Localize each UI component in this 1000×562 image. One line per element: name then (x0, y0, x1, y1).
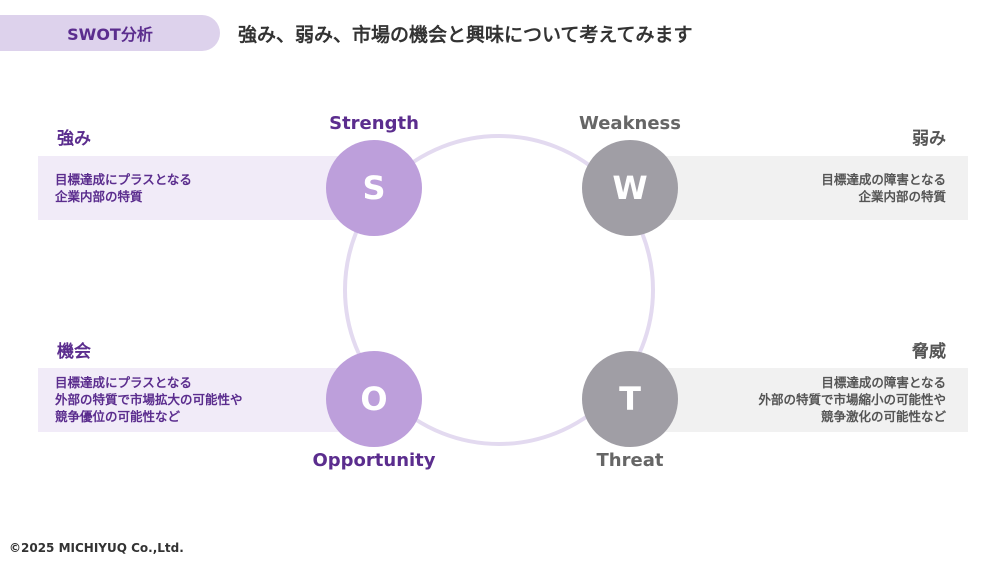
weakness-circle: W (582, 140, 678, 236)
copyright-footer: ©2025 MICHIYUQ Co.,Ltd. (9, 541, 184, 555)
threat-band (630, 368, 968, 432)
weakness-label: Weakness (579, 113, 681, 134)
strength-heading: 強み (57, 129, 91, 149)
weakness-description: 目標達成の障害となる 企業内部の特質 (821, 172, 946, 204)
threat-circle: T (582, 351, 678, 447)
strength-description: 目標達成にプラスとなる 企業内部の特質 (55, 172, 192, 204)
threat-label: Threat (596, 450, 664, 471)
page-title: 強み、弱み、市場の機会と興味について考えてみます (238, 23, 693, 46)
opportunity-band (38, 368, 378, 432)
weakness-band (630, 156, 968, 220)
weakness-heading: 弱み (912, 129, 946, 149)
opportunity-description: 目標達成にプラスとなる 外部の特質で市場拡大の可能性や 競争優位の可能性など (55, 375, 243, 424)
opportunity-heading: 機会 (57, 342, 91, 362)
threat-description: 目標達成の障害となる 外部の特質で市場縮小の可能性や 競争激化の可能性など (758, 375, 946, 424)
strength-band (38, 156, 378, 220)
swot-cycle-ring (343, 134, 655, 446)
threat-heading: 脅威 (912, 342, 946, 362)
strength-label: Strength (329, 113, 419, 134)
opportunity-circle: O (326, 351, 422, 447)
section-tag: SWOT分析 (0, 15, 220, 51)
strength-circle: S (326, 140, 422, 236)
opportunity-label: Opportunity (312, 450, 436, 471)
